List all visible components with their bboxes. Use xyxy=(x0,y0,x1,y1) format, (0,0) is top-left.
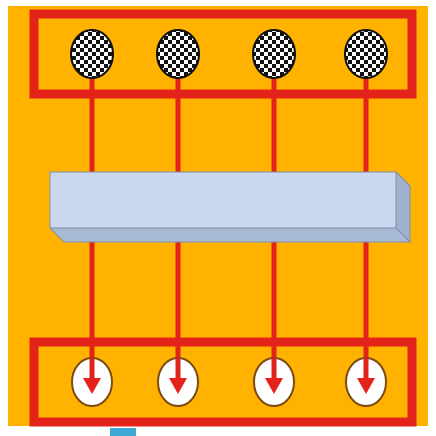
checkered-ball-icon xyxy=(345,30,387,78)
checkered-ball-icon xyxy=(253,30,295,78)
corner-accent xyxy=(110,428,136,436)
barrier-bar xyxy=(50,172,410,242)
barrier-front-face xyxy=(50,172,396,228)
barrier-bottom-face xyxy=(50,228,410,242)
checkered-ball-icon xyxy=(71,30,113,78)
checkered-ball-icon xyxy=(157,30,199,78)
